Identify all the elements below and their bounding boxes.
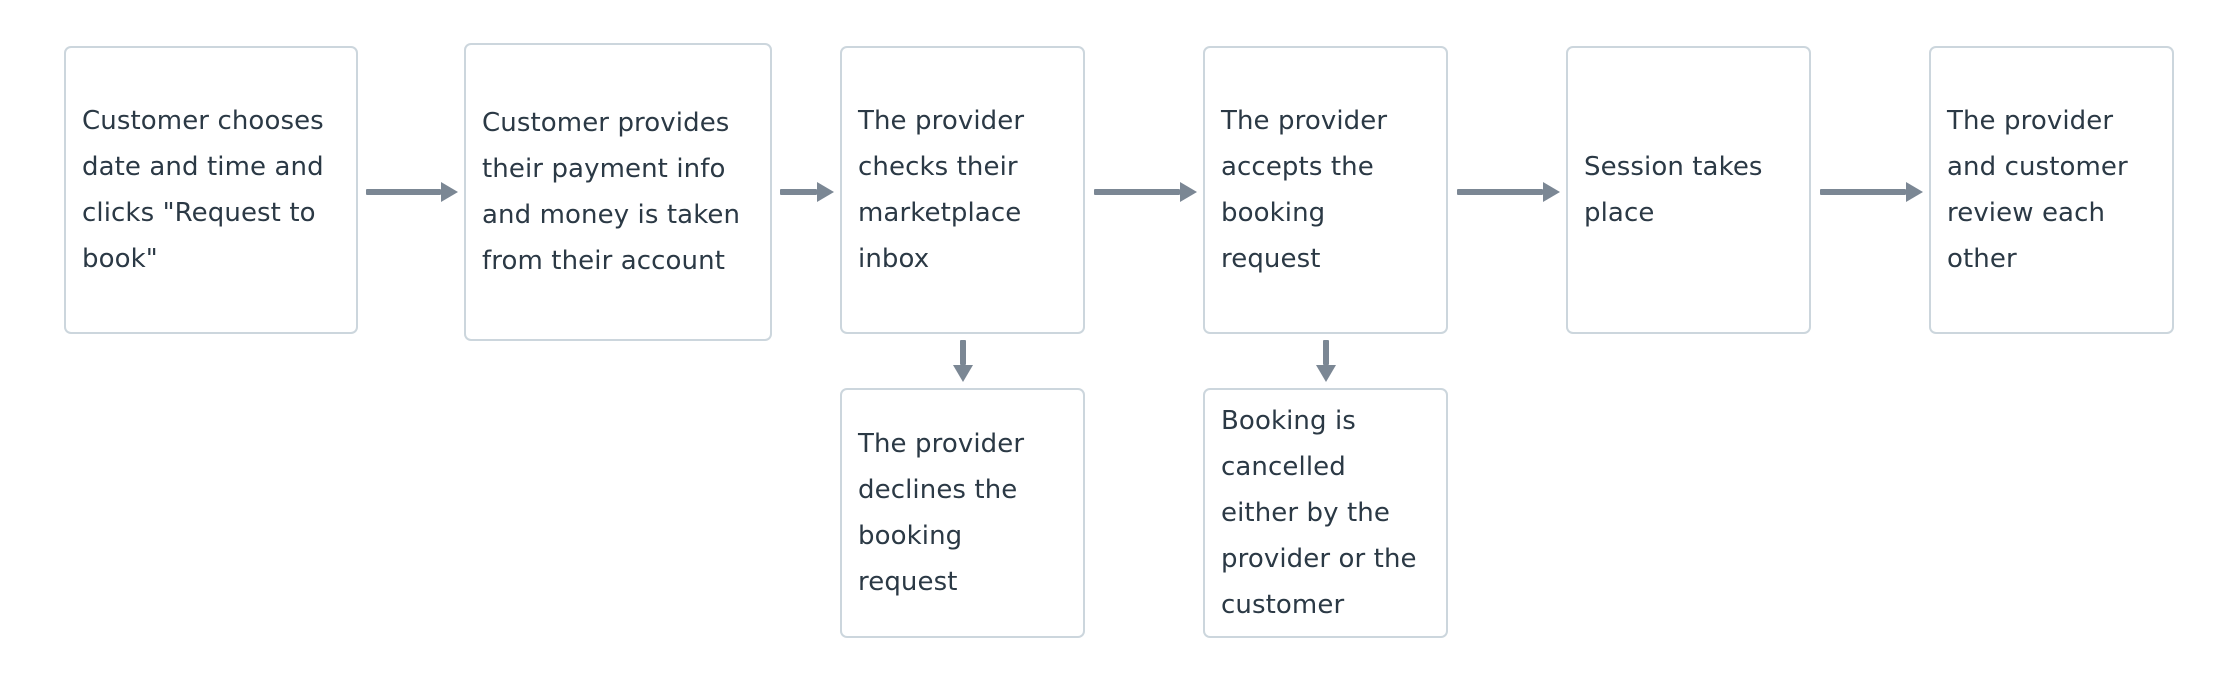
flow-node-provider-declines[interactable]: The provider declines the booking reques… [840, 388, 1085, 638]
arrow-right-icon [1094, 180, 1197, 204]
flow-node-provider-checks-inbox[interactable]: The provider checks their marketplace in… [840, 46, 1085, 334]
flow-node-label: The provider accepts the booking request [1221, 106, 1388, 274]
flow-node-label: The provider checks their marketplace in… [858, 106, 1025, 274]
arrow-down-icon [1314, 340, 1338, 382]
flow-node-choose-datetime[interactable]: Customer chooses date and time and click… [64, 46, 358, 334]
flow-node-provide-payment[interactable]: Customer provides their payment info and… [464, 43, 772, 341]
flow-node-label: Customer provides their payment info and… [482, 108, 741, 276]
flow-node-label: The provider declines the booking reques… [858, 429, 1025, 597]
arrow-down-icon [951, 340, 975, 382]
flow-node-label: The provider and customer review each ot… [1947, 106, 2128, 274]
flow-node-booking-cancelled[interactable]: Booking is cancelled either by the provi… [1203, 388, 1448, 638]
arrow-right-icon [366, 180, 458, 204]
flow-node-session-takes-place[interactable]: Session takes place [1566, 46, 1811, 334]
arrow-right-icon [780, 180, 834, 204]
flow-node-label: Booking is cancelled either by the provi… [1221, 406, 1417, 620]
arrow-right-icon [1457, 180, 1560, 204]
flow-node-review-each-other[interactable]: The provider and customer review each ot… [1929, 46, 2174, 334]
arrow-right-icon [1820, 180, 1923, 204]
flow-node-label: Session takes place [1584, 152, 1763, 228]
flow-node-label: Customer chooses date and time and click… [82, 106, 324, 274]
flow-node-provider-accepts[interactable]: The provider accepts the booking request [1203, 46, 1448, 334]
